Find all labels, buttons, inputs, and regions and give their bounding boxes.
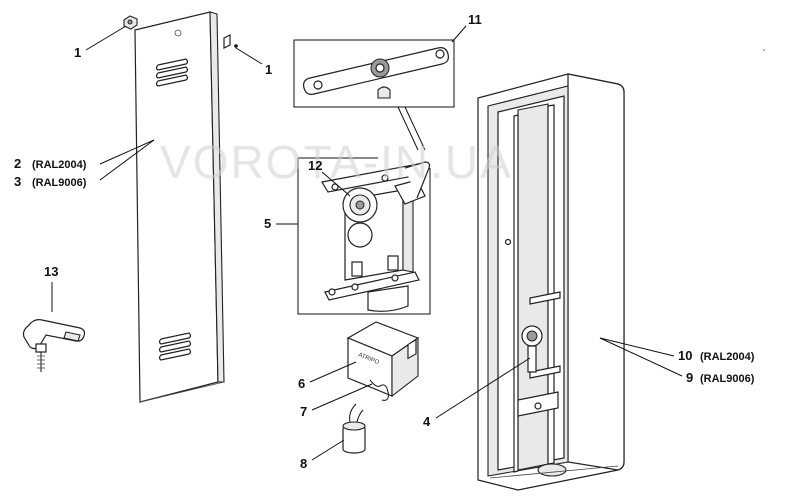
callout-12: 12 bbox=[308, 158, 351, 197]
callout-7: 7 bbox=[300, 383, 373, 419]
svg-text:3: 3 bbox=[14, 174, 21, 189]
release-lock-part-4 bbox=[521, 325, 543, 373]
drive-gear-part-12 bbox=[342, 187, 378, 223]
clip-part-1-right bbox=[223, 34, 238, 49]
callout-9: 9 (RAL9006) bbox=[599, 337, 755, 385]
callout-2: 2 (RAL2004) bbox=[14, 139, 155, 171]
callout-1-top: 1 bbox=[74, 25, 127, 60]
door-bottom-vents bbox=[158, 332, 192, 361]
callout-5: 5 bbox=[264, 216, 298, 231]
detail-box-part-11 bbox=[293, 39, 455, 151]
svg-text:11: 11 bbox=[468, 12, 482, 27]
svg-text:13: 13 bbox=[44, 264, 58, 279]
column-housing bbox=[477, 73, 625, 491]
svg-text:1: 1 bbox=[265, 62, 272, 77]
callout-10: 10 (RAL2004) bbox=[599, 337, 755, 363]
screw-part-1-top bbox=[123, 15, 138, 30]
callout-11: 11 bbox=[451, 12, 482, 43]
svg-text:12: 12 bbox=[308, 158, 322, 173]
callout-1-right: 1 bbox=[235, 47, 272, 77]
svg-text:1: 1 bbox=[74, 45, 81, 60]
callout-4: 4 bbox=[423, 357, 531, 429]
svg-text:5: 5 bbox=[264, 216, 271, 231]
motor-part-6: ATRIPO bbox=[346, 321, 420, 398]
callout-6: 6 bbox=[298, 361, 357, 391]
svg-text:4: 4 bbox=[423, 414, 431, 429]
svg-text:(RAL2004): (RAL2004) bbox=[32, 159, 87, 171]
watermark: VOROTA-IN.UA bbox=[160, 136, 513, 188]
release-key bbox=[22, 319, 86, 372]
svg-text:6: 6 bbox=[298, 376, 305, 391]
stray-dot bbox=[763, 49, 765, 51]
svg-text:(RAL2004): (RAL2004) bbox=[700, 351, 755, 363]
svg-text:(RAL9006): (RAL9006) bbox=[700, 373, 755, 385]
svg-text:2: 2 bbox=[14, 156, 21, 171]
callout-3: 3 (RAL9006) bbox=[14, 139, 155, 189]
svg-text:7: 7 bbox=[300, 404, 307, 419]
gearbox-assembly-part-5 bbox=[297, 157, 431, 315]
callout-8: 8 bbox=[300, 439, 345, 471]
door-panel bbox=[134, 11, 225, 403]
svg-text:8: 8 bbox=[300, 456, 307, 471]
svg-text:9: 9 bbox=[686, 370, 693, 385]
capacitor-part-8 bbox=[342, 403, 366, 454]
svg-text:(RAL9006): (RAL9006) bbox=[32, 177, 87, 189]
door-top-vents bbox=[155, 58, 189, 87]
svg-text:10: 10 bbox=[678, 348, 692, 363]
motor-cable-part-7 bbox=[369, 379, 389, 401]
callout-13: 13 bbox=[44, 264, 58, 312]
